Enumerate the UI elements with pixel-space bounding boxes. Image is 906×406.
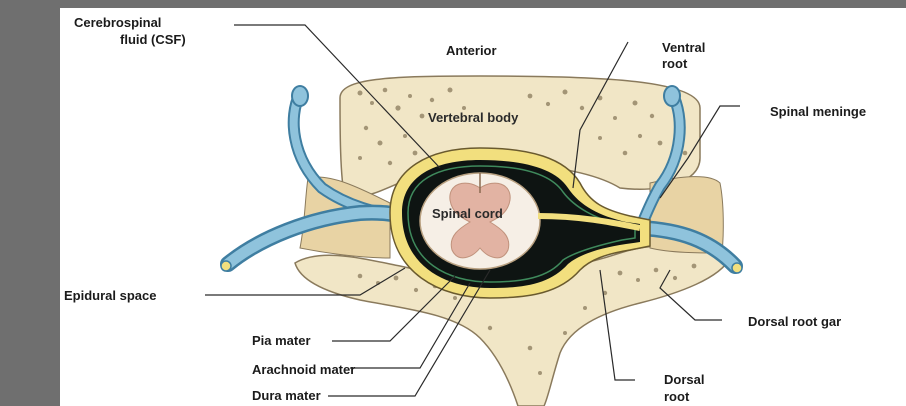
label-spinal-meninges: Spinal meninge [770, 104, 866, 119]
label-ventral-root-line-1: Ventral [662, 40, 705, 55]
label-dorsal-root-line-1: Dorsal [664, 372, 704, 387]
label-ventral-root-line-2: root [662, 56, 688, 71]
label-csf-line-1: Cerebrospinal [74, 15, 161, 30]
diagram-panel: Cerebrospinal fluid (CSF) Anterior Ventr… [60, 8, 906, 406]
label-csf-line-2: fluid (CSF) [120, 32, 186, 47]
label-epidural-space: Epidural space [64, 288, 156, 303]
label-vertebral-body: Vertebral body [428, 110, 519, 125]
label-dorsal-root-line-2: root [664, 389, 690, 404]
label-pia-mater: Pia mater [252, 333, 311, 348]
label-dura-mater: Dura mater [252, 388, 321, 403]
spinal-cord-cross-section-diagram: Cerebrospinal fluid (CSF) Anterior Ventr… [60, 8, 906, 406]
label-spinal-cord: Spinal cord [432, 206, 503, 221]
label-arachnoid-mater: Arachnoid mater [252, 362, 355, 377]
label-anterior: Anterior [446, 43, 497, 58]
label-dorsal-root-ganglion: Dorsal root gar [748, 314, 841, 329]
